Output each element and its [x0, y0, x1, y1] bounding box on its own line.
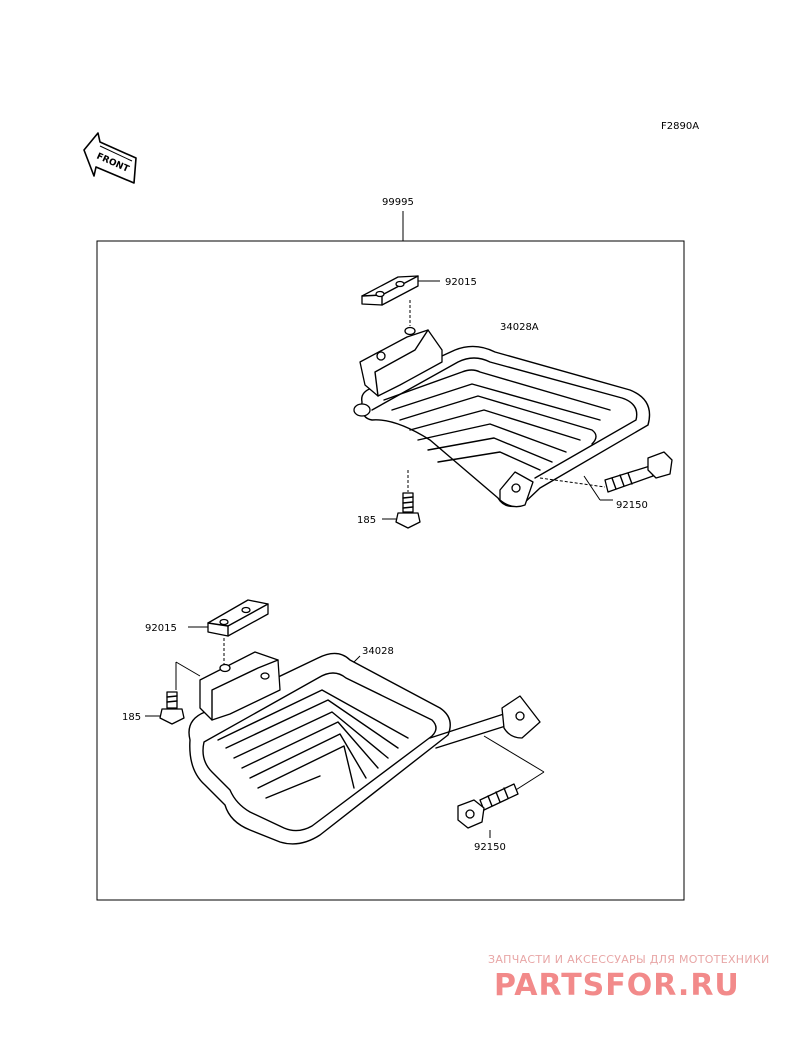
watermark-logo: PARTSFOR.RU — [494, 968, 740, 1003]
label-bolt-lower: 92150 — [474, 842, 506, 853]
bolt-lower-drawing — [457, 783, 519, 829]
front-arrow-icon: FRONT — [83, 132, 137, 184]
watermark-tagline: ЗАПЧАСТИ И АКСЕССУАРЫ ДЛЯ МОТОТЕХНИКИ — [488, 953, 770, 966]
bolt-upper-drawing — [539, 451, 673, 493]
kit-frame — [96, 240, 685, 901]
figure-code: F2890A — [661, 121, 699, 132]
rack-lower-drawing — [188, 651, 541, 845]
label-nut-lower: 185 — [122, 712, 141, 723]
label-rack-b: 34028 — [362, 646, 394, 657]
label-plate-lower: 92015 — [145, 623, 177, 634]
nut-lower-drawing — [159, 691, 185, 725]
label-nut-upper: 185 — [357, 515, 376, 526]
label-kit: 99995 — [382, 197, 414, 208]
label-plate-upper: 92015 — [445, 277, 477, 288]
label-bolt-upper: 92150 — [616, 500, 648, 511]
plate-lower-drawing — [207, 599, 269, 637]
plate-upper-drawing — [361, 275, 419, 306]
label-rack-a: 34028A — [500, 322, 539, 333]
nut-upper-drawing — [395, 470, 421, 529]
rack-upper-drawing — [353, 326, 651, 508]
